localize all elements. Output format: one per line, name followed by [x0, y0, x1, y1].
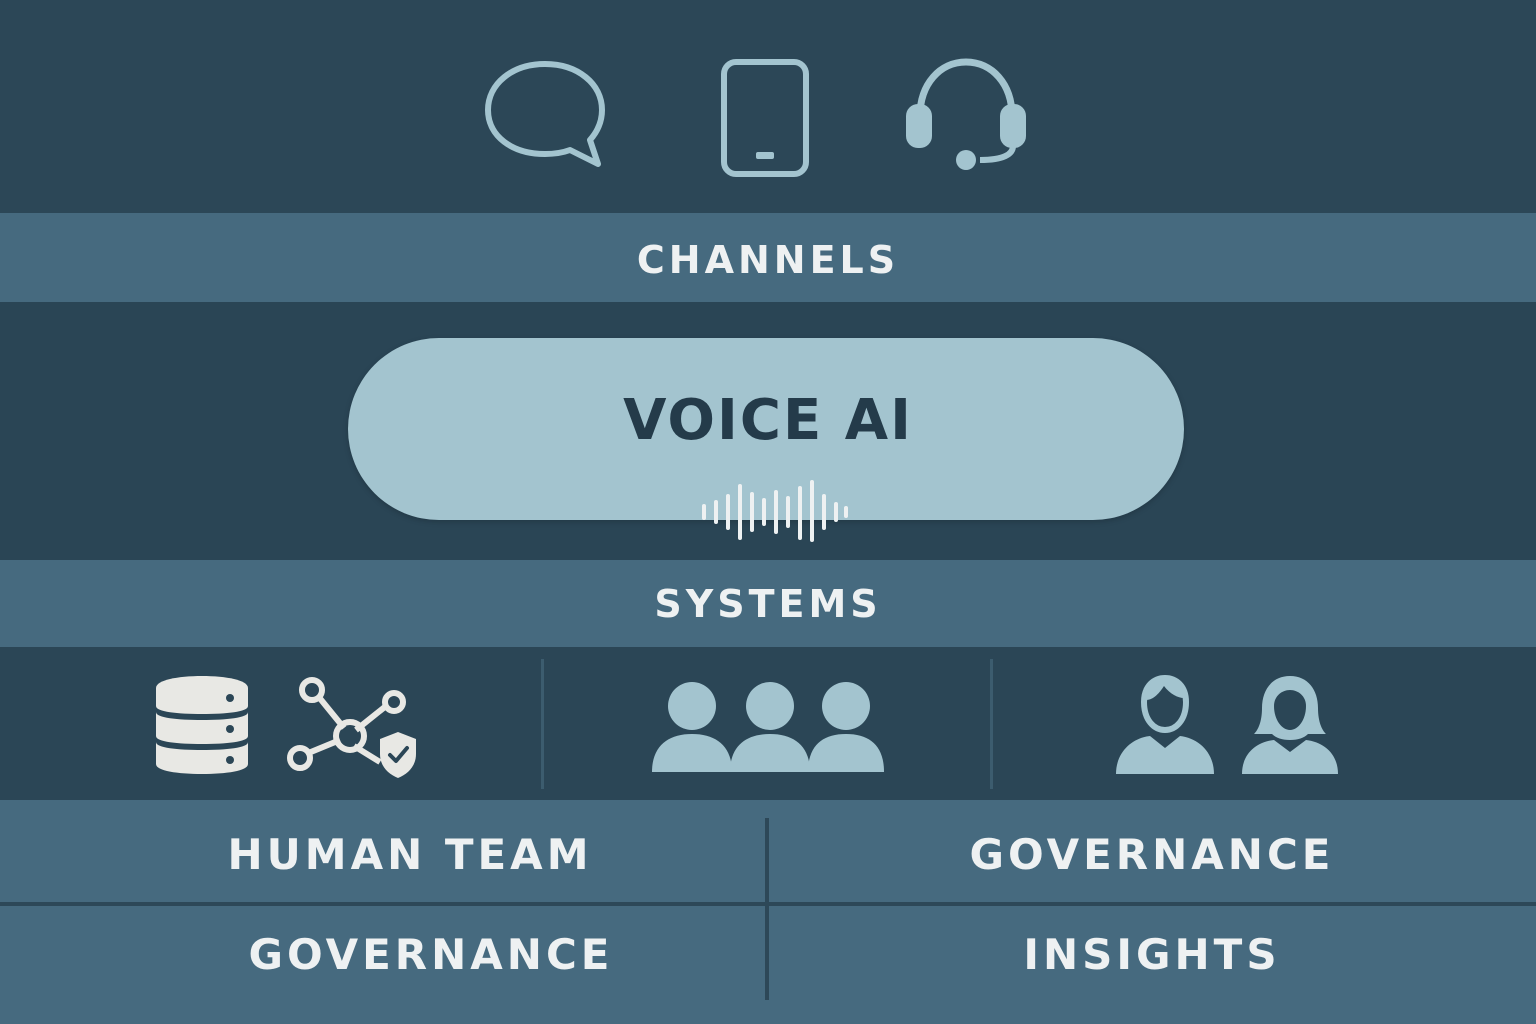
systems-label: SYSTEMS — [654, 582, 882, 626]
grid-vertical-divider — [765, 818, 769, 1000]
team-group-icon — [652, 682, 884, 772]
chat-bubble-icon — [485, 61, 605, 167]
grid-cell-insights: INSIGHTS — [1023, 930, 1281, 979]
icon-divider — [990, 659, 993, 789]
grid-cell-governance: GOVERNANCE — [969, 830, 1335, 879]
grid-cell-label: HUMAN TEAM — [227, 830, 593, 879]
network-shield-icon — [287, 677, 416, 778]
channels-label: CHANNELS — [636, 238, 900, 282]
person-man-icon — [1116, 674, 1214, 774]
voice-ai-pill — [348, 338, 1184, 520]
smartphone-icon — [721, 59, 809, 177]
grid-cell-label: GOVERNANCE — [248, 930, 614, 979]
database-icon — [156, 676, 248, 774]
systems-bar — [0, 560, 1536, 647]
person-woman-icon — [1242, 676, 1338, 774]
channels-bar — [0, 213, 1536, 302]
icon-divider — [541, 659, 544, 789]
voice-ai-label: VOICE AI — [623, 388, 913, 453]
grid-cell-human-team: HUMAN TEAM — [30, 830, 790, 879]
channels-icon-band — [0, 0, 1536, 213]
headset-icon — [906, 58, 1026, 170]
waveform-icon — [702, 480, 848, 542]
grid-cell-governance: GOVERNANCE — [46, 930, 816, 979]
